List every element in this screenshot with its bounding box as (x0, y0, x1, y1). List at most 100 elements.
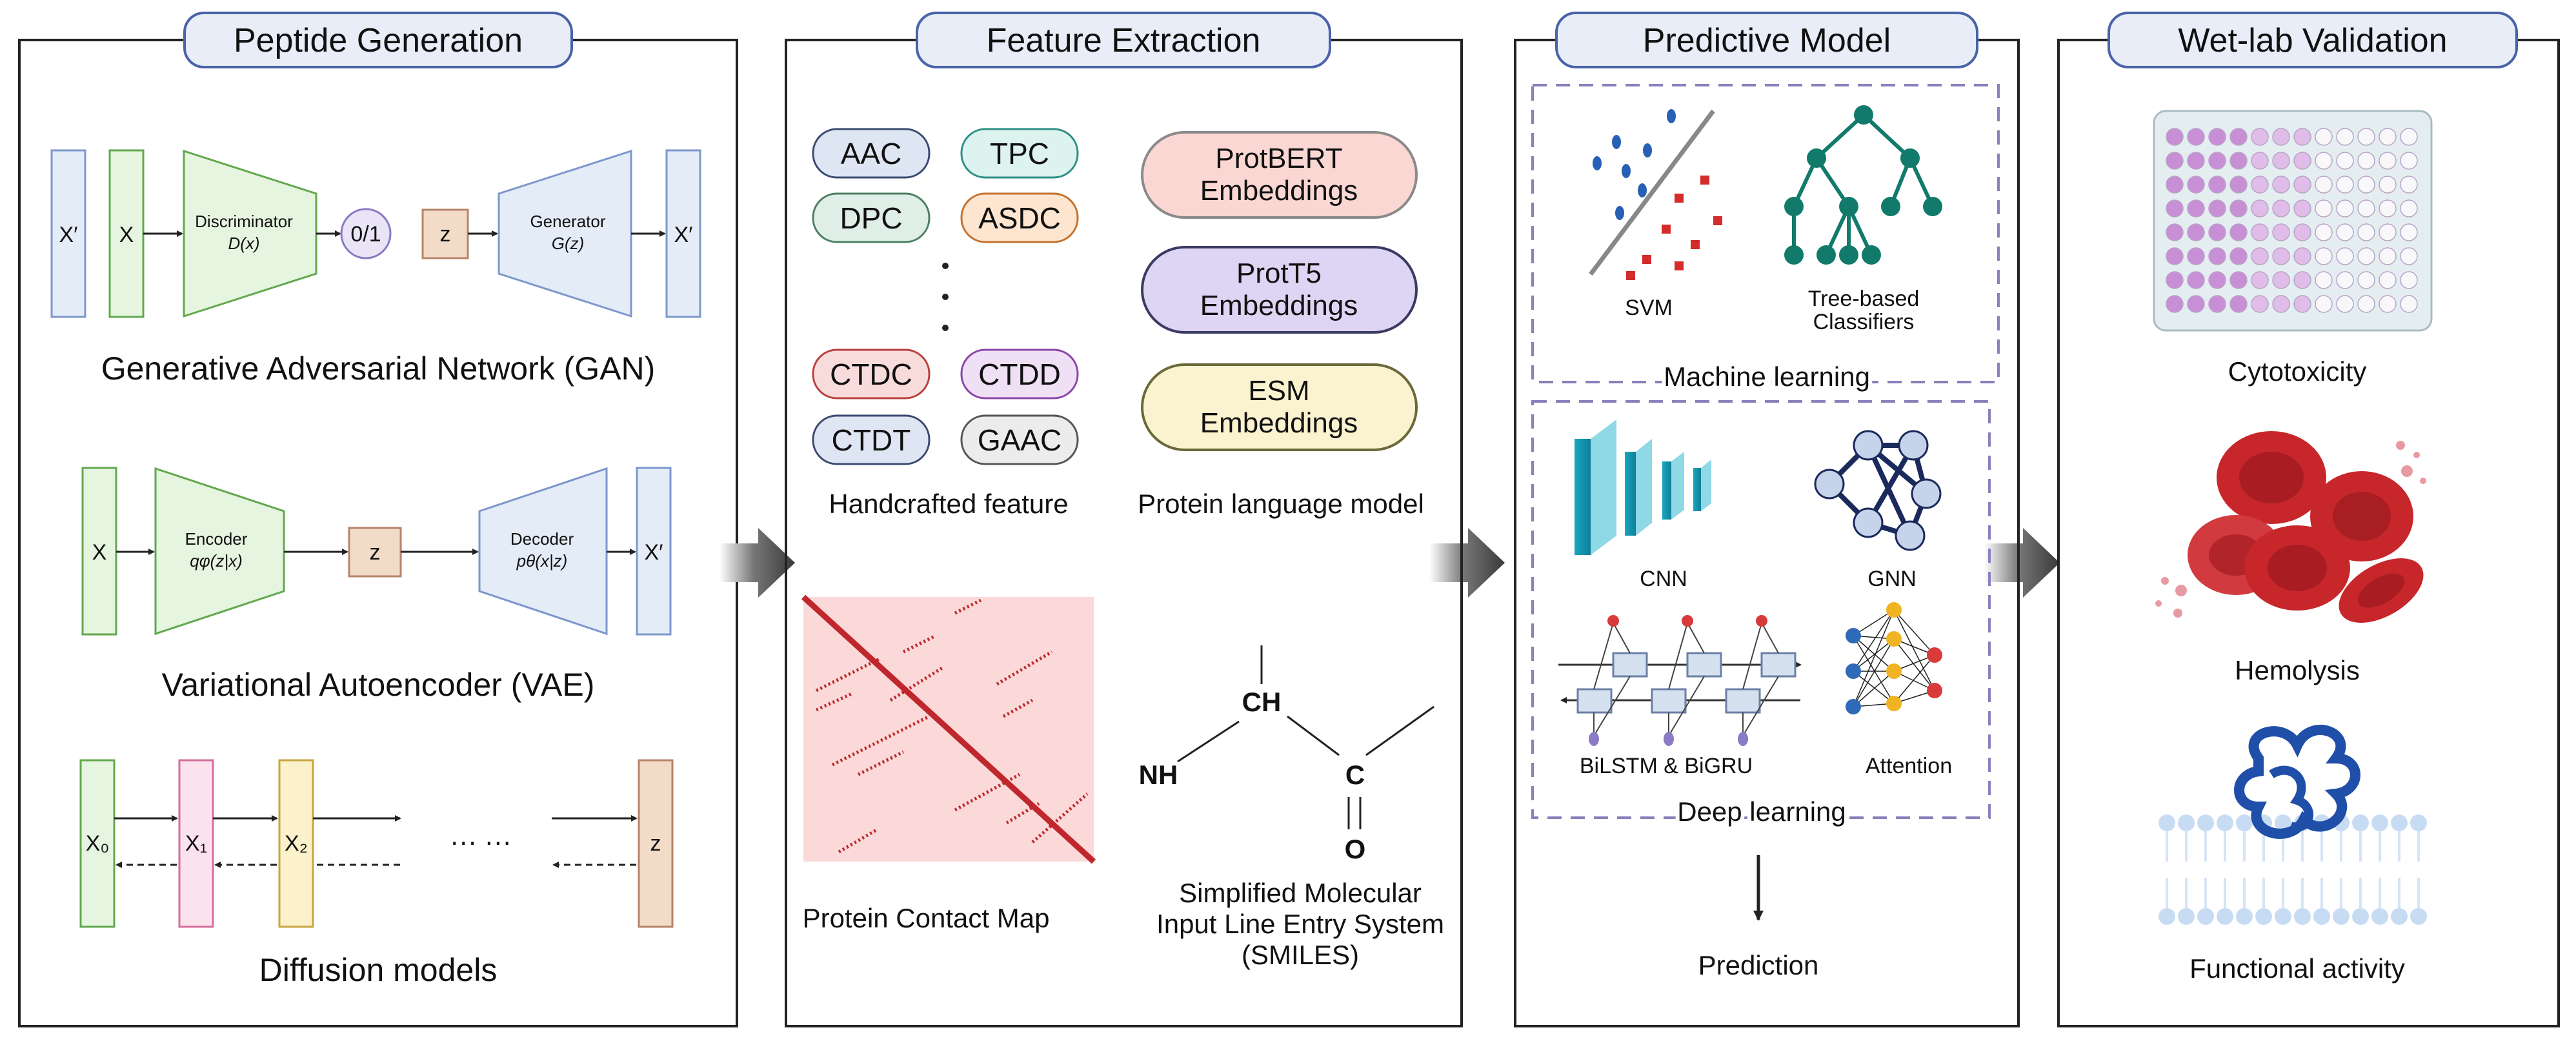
plate-well (2251, 152, 2269, 170)
lipid-head (2217, 908, 2233, 925)
plate-well (2251, 223, 2269, 241)
feature-aac: AAC (841, 137, 902, 170)
plate-well (2229, 223, 2248, 241)
plate-well (2357, 271, 2375, 289)
panel-peptide-generation: Peptide Generation X′ X Discriminator D(… (18, 12, 738, 1027)
plate-well (2293, 152, 2311, 170)
plate-well (2272, 128, 2290, 146)
generator-label: Generator (530, 212, 605, 231)
plate-well (2166, 128, 2184, 146)
plate-well (2251, 128, 2269, 146)
plate-well (2187, 152, 2205, 170)
latent-z-box (421, 208, 469, 259)
feature-ctdt: CTDT (832, 423, 911, 457)
plate-well (2315, 295, 2333, 313)
panel-title-box (1555, 12, 1978, 68)
vae-x-label: X (92, 540, 107, 565)
plate-well (2293, 223, 2311, 241)
plate-well (2187, 271, 2205, 289)
prediction-label: Prediction (1698, 950, 1819, 980)
lipid-head (2410, 908, 2427, 925)
decoder-label: Decoder (510, 529, 574, 549)
vae-caption: Variational Autoencoder (VAE) (162, 667, 595, 703)
dl-caption: Deep learning (1677, 796, 1846, 827)
panel-title-box (183, 12, 573, 68)
diffusion-diagram: X₀ X₁ X₂ z ··· ··· (79, 759, 674, 928)
cytotoxicity-label: Cytotoxicity (2228, 356, 2367, 387)
attention-icon (1846, 602, 1942, 714)
gnn-icon (1814, 430, 1942, 551)
plate-well (2187, 176, 2205, 194)
plate-well (2315, 199, 2333, 217)
output-node (340, 208, 392, 259)
gan-x-prime-out-label: X′ (674, 223, 692, 247)
plate-well (2166, 152, 2184, 170)
plate-well (2187, 223, 2205, 241)
plate-well (2400, 223, 2418, 241)
svm-label: SVM (1625, 296, 1673, 320)
plate-well (2400, 247, 2418, 265)
feature-ctdc: CTDC (830, 358, 912, 391)
generator-function: G(z) (552, 234, 585, 253)
smiles-caption-line3: (SMILES) (1242, 940, 1359, 970)
lipid-head (2158, 814, 2175, 831)
esm-embeddings: Embeddings (1200, 407, 1358, 439)
plate-well (2229, 128, 2248, 146)
bilstm-label: BiLSTM & BiGRU (1580, 754, 1753, 778)
generator-block (498, 149, 632, 318)
protbert-name: ProtBERT (1215, 143, 1342, 174)
plate-well (2208, 223, 2226, 241)
plate-well (2379, 152, 2397, 170)
red-blood-cells-icon (2155, 431, 2426, 623)
plate-well (2251, 295, 2269, 313)
lipid-head (2255, 908, 2272, 925)
plate-well (2208, 271, 2226, 289)
lipid-head (2391, 814, 2408, 831)
protbert-embeddings: Embeddings (1200, 175, 1358, 207)
plate-well (2208, 152, 2226, 170)
plate-well (2208, 295, 2226, 313)
plate-well (2229, 152, 2248, 170)
discriminator-label: Discriminator (195, 212, 293, 231)
vae-z-label: z (370, 540, 381, 565)
plate-well (2315, 176, 2333, 194)
discriminator-function: D(x) (228, 234, 259, 253)
lipid-head (2371, 814, 2388, 831)
plate-well (2379, 271, 2397, 289)
protein-contact-map (801, 594, 1096, 864)
smiles-ch: CH (1242, 687, 1282, 717)
plate-well (2293, 271, 2311, 289)
cnn-label: CNN (1640, 567, 1687, 591)
feature-dpc: DPC (840, 201, 902, 235)
plate-well (2229, 295, 2248, 313)
plate-well (2229, 247, 2248, 265)
gan-output-label: 0/1 (350, 222, 381, 247)
plate-well (2336, 176, 2354, 194)
panel-title-box (2108, 12, 2518, 68)
lipid-head (2294, 908, 2311, 925)
lipid-head (2352, 814, 2369, 831)
panel-title: Peptide Generation (234, 22, 523, 59)
plate-well (2272, 176, 2290, 194)
plate-well (2229, 176, 2248, 194)
lipid-head (2217, 814, 2233, 831)
plate-well (2336, 152, 2354, 170)
plate-well (2379, 199, 2397, 217)
encoder-function: qφ(z|x) (190, 551, 243, 571)
plate-well (2400, 199, 2418, 217)
encoder-block (154, 467, 285, 636)
bilstm-icon (1558, 615, 1802, 746)
plate-well (2336, 223, 2354, 241)
flow-arrow-2 (1429, 528, 1505, 598)
plate-well (2379, 223, 2397, 241)
plate-well (2187, 128, 2205, 146)
plate-well (2166, 295, 2184, 313)
panel-predictive-model: Predictive Model (1514, 12, 2020, 1027)
hemolysis-label: Hemolysis (2235, 655, 2360, 685)
attention-label: Attention (1866, 754, 1952, 778)
plate-well (2293, 247, 2311, 265)
smiles-caption-line1: Simplified Molecular (1179, 878, 1422, 908)
gnn-label: GNN (1867, 567, 1917, 591)
plate-well (2293, 199, 2311, 217)
plate-well (2272, 199, 2290, 217)
